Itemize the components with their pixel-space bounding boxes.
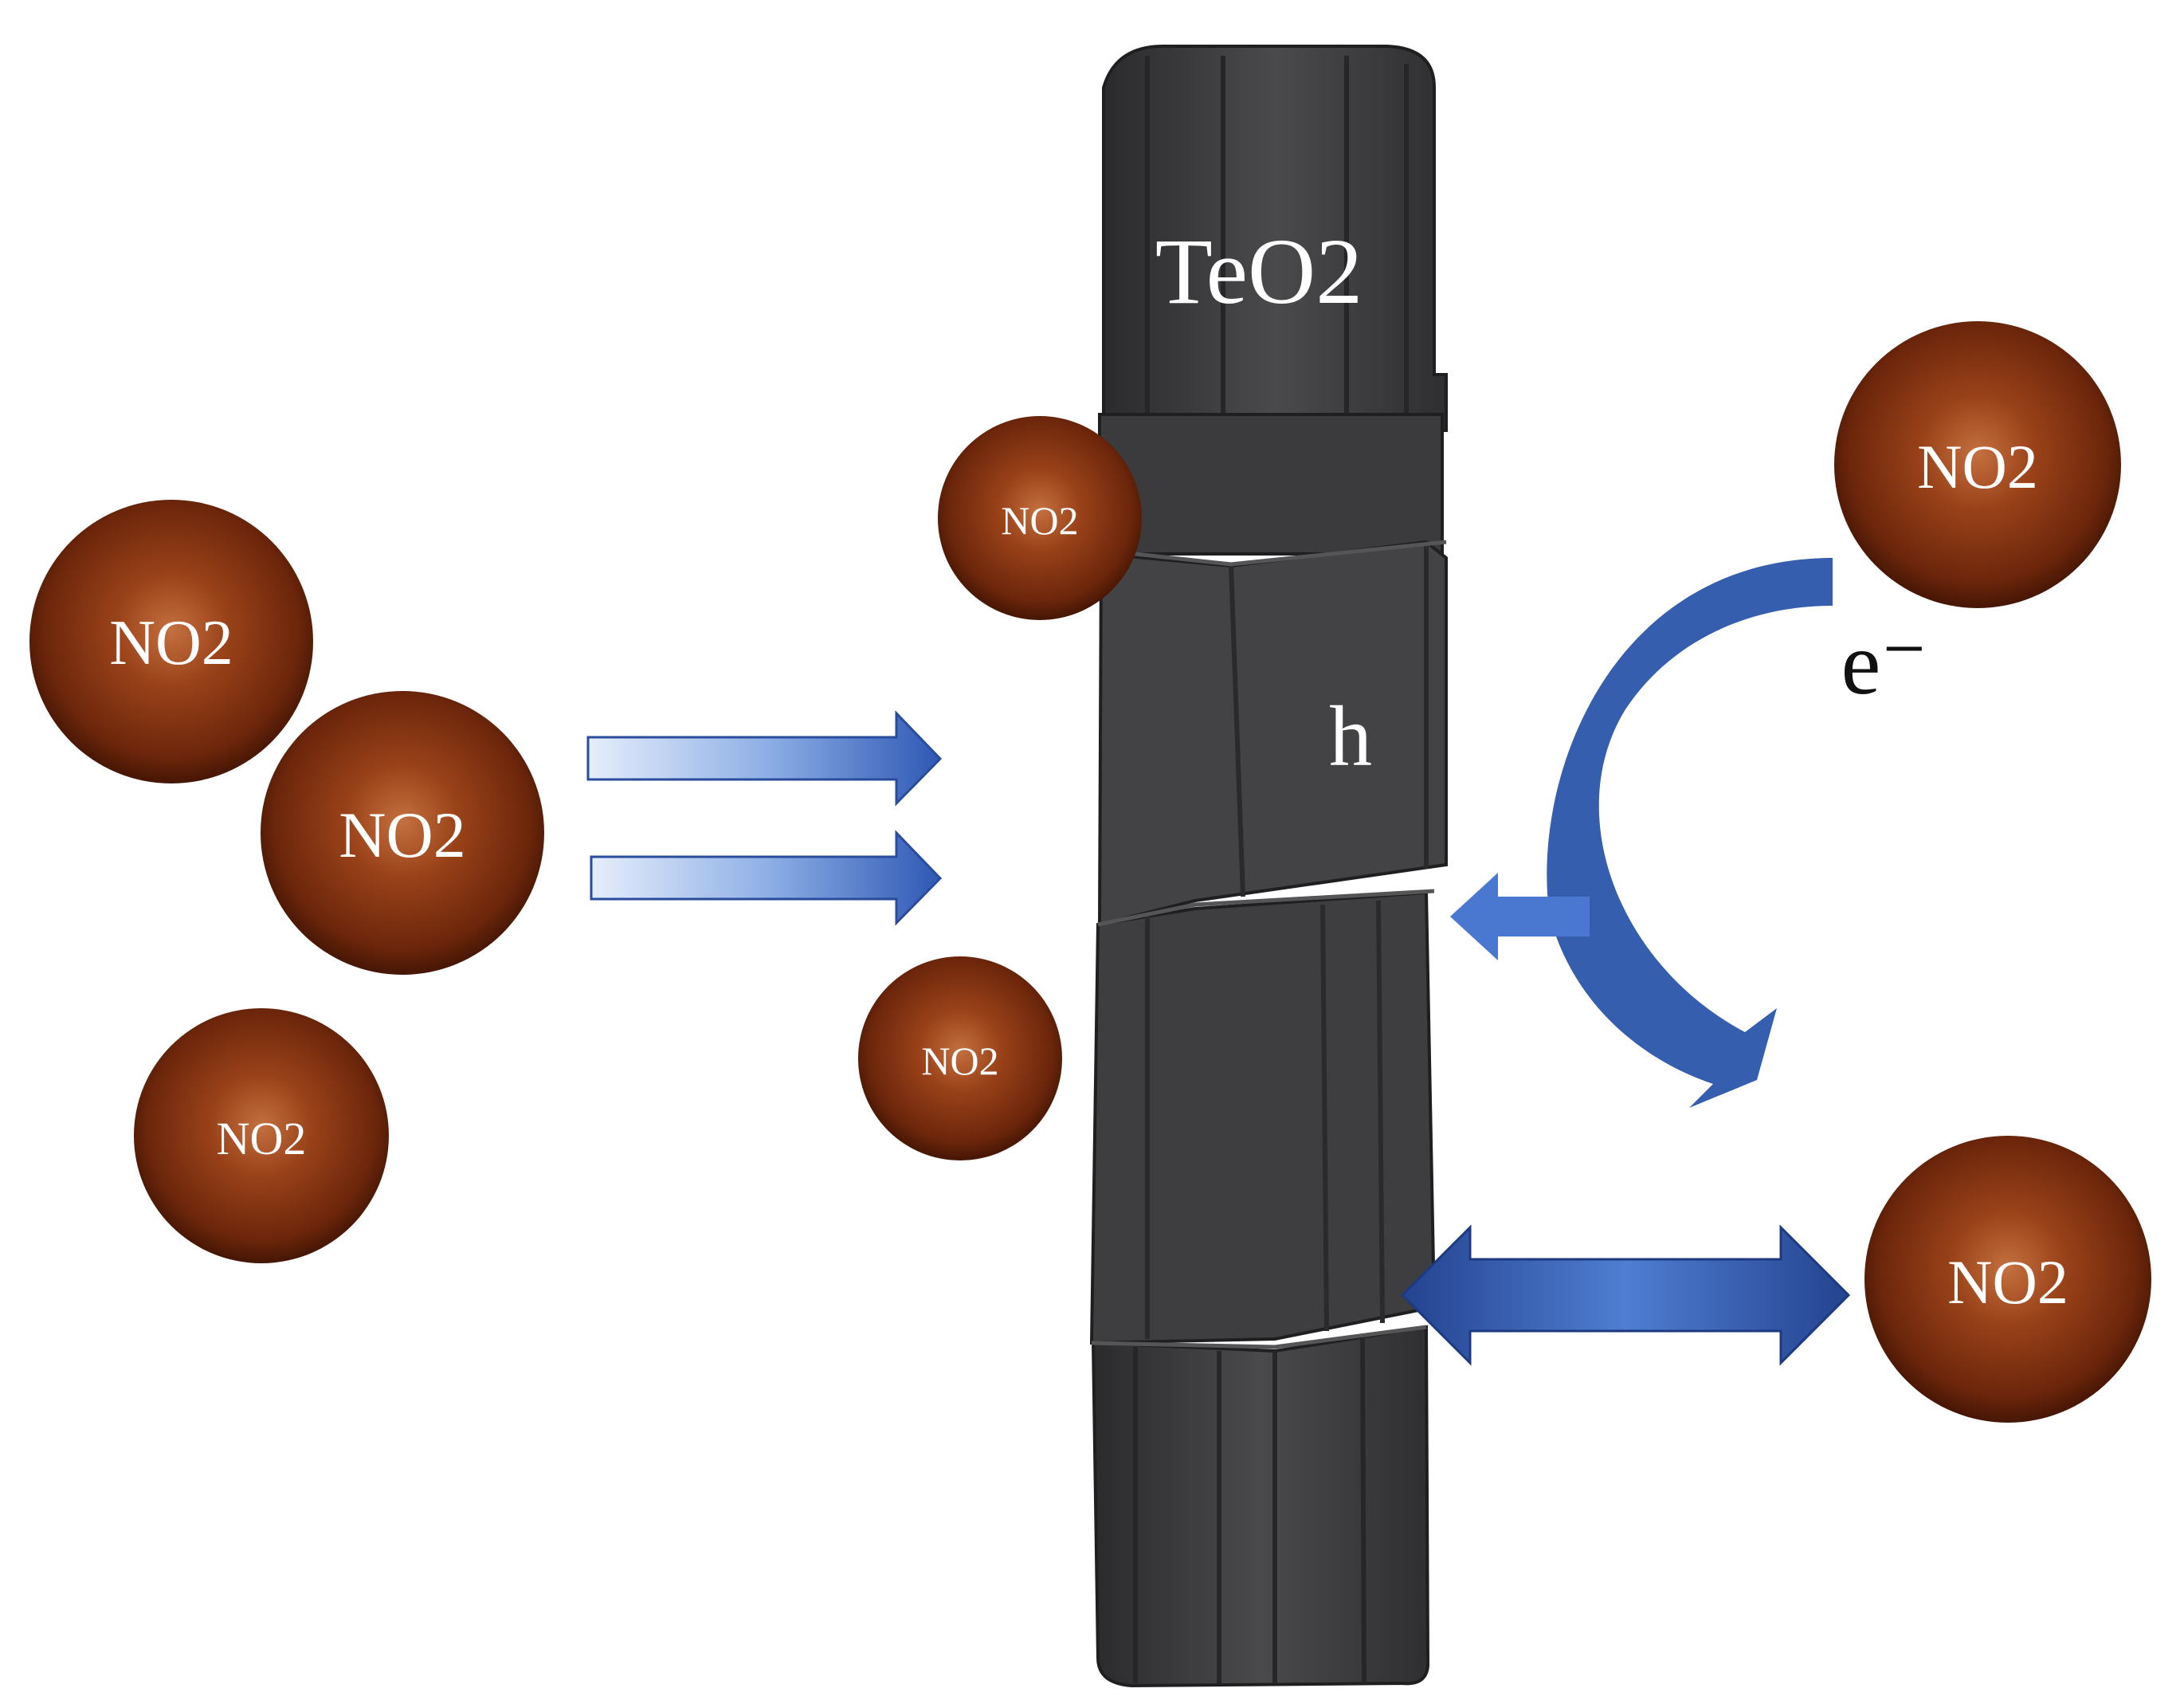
- no2-molecule-right-top: NO2: [1834, 321, 2121, 608]
- molecule-label: NO2: [1001, 498, 1078, 543]
- electron-label: e⁻: [1841, 614, 1928, 713]
- molecule-label: NO2: [1917, 432, 2038, 501]
- molecule-label: NO2: [217, 1113, 307, 1164]
- adsorption-arrow-lower: [590, 830, 943, 926]
- no2-molecule-right-bottom: NO2: [1864, 1136, 2151, 1423]
- adsorption-arrow-upper: [586, 710, 943, 807]
- molecule-label: NO2: [921, 1039, 998, 1083]
- no2-molecule-left-middle: NO2: [261, 691, 544, 975]
- no2-molecule-adsorbed-top: NO2: [938, 416, 1142, 620]
- no2-molecule-adsorbed-bottom: NO2: [858, 956, 1062, 1160]
- molecule-label: NO2: [339, 799, 465, 871]
- teo2-label: TeO2: [1155, 219, 1363, 324]
- electron-transfer-arrow: [1547, 558, 1833, 1108]
- no2-molecule-left-top: NO2: [29, 500, 313, 783]
- desorption-double-arrow: [1400, 1224, 1851, 1366]
- no2-molecule-left-bottom: NO2: [134, 1008, 389, 1263]
- teo2-nanorod: [1089, 45, 1448, 1688]
- molecule-label: NO2: [1947, 1247, 2068, 1317]
- molecule-label: NO2: [109, 608, 233, 678]
- hole-label: h: [1329, 689, 1372, 784]
- electron-to-rod-arrow: [1450, 873, 1590, 960]
